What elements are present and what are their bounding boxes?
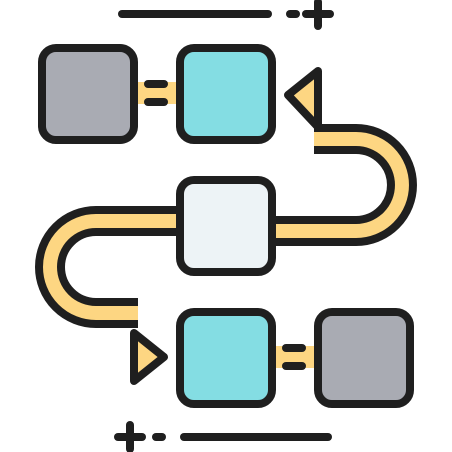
upper-arrowhead <box>284 67 322 131</box>
top-left-gray-box <box>38 44 138 144</box>
top-connector <box>132 80 180 106</box>
bottom-right-gray-box <box>314 308 414 408</box>
bottom-left-cyan-box <box>176 308 276 408</box>
bottom-decoration <box>114 421 332 452</box>
middle-light-box <box>176 176 276 276</box>
lower-arrowhead <box>130 329 168 385</box>
upper-curved-arrow <box>272 67 417 246</box>
bottom-connector <box>270 344 318 370</box>
top-plus-icon <box>302 0 334 30</box>
bottom-plus-icon <box>114 421 146 452</box>
top-decoration <box>118 0 334 30</box>
top-right-cyan-box <box>176 44 276 144</box>
lower-curved-arrow <box>35 206 180 385</box>
